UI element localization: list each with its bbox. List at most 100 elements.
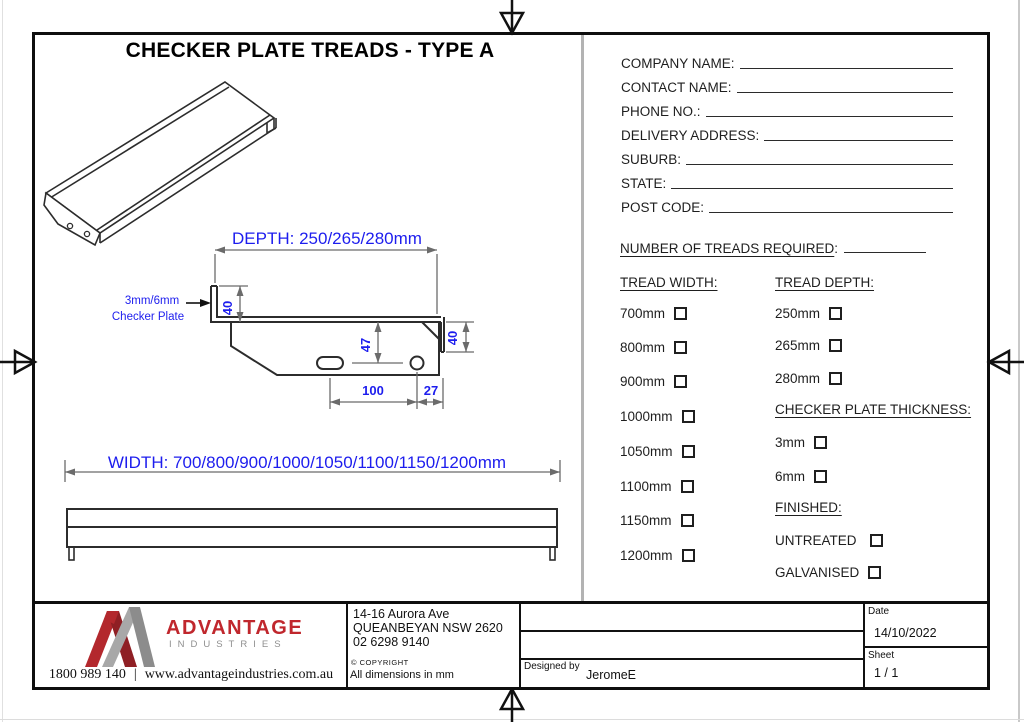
address-line-1: 14-16 Aurora Ave: [353, 607, 450, 621]
sheet-label: Sheet: [868, 650, 895, 661]
form-row-address: DELIVERY ADDRESS:: [621, 119, 953, 143]
option-depth-265: 265mm: [775, 338, 843, 353]
option-width-1150: 1150mm: [620, 513, 694, 528]
phone-no-label: PHONE NO.:: [621, 104, 701, 119]
option-width-900: 900mm: [620, 374, 688, 389]
tread-width-heading: TREAD WIDTH:: [620, 275, 718, 290]
option-thickness-6mm: 6mm: [775, 469, 827, 484]
checkbox-width-900[interactable]: [674, 375, 688, 388]
address-line-3: 02 6298 9140: [353, 635, 430, 649]
brand-website: www.advantageindustries.com.au: [144, 667, 334, 682]
dim-hole-spacing: 100: [362, 383, 384, 398]
option-label: 6mm: [775, 469, 805, 484]
number-of-treads-row: NUMBER OF TREADS REQUIRED:: [620, 240, 927, 256]
center-mark-top-icon: [498, 0, 526, 36]
finished-heading: FINISHED:: [775, 500, 842, 515]
drawing-form-divider: [581, 35, 584, 601]
post-code-label: POST CODE:: [621, 200, 705, 215]
thickness-heading: CHECKER PLATE THICKNESS:: [775, 402, 972, 417]
company-name-label: COMPANY NAME:: [621, 56, 735, 71]
checkbox-finished-untreated[interactable]: [869, 534, 883, 547]
delivery-address-field[interactable]: [764, 127, 953, 141]
option-width-700: 700mm: [620, 306, 688, 321]
front-width-view: WIDTH: 700/800/900/1000/1050/1100/1150/1…: [64, 453, 561, 561]
dim-hole-edge-offset: 27: [424, 383, 438, 398]
brand-sub-name: INDUSTRIES: [169, 639, 287, 650]
form-row-contact: CONTACT NAME:: [621, 71, 953, 95]
option-width-1000: 1000mm: [620, 409, 695, 424]
designed-by-value: JeromeE: [586, 668, 637, 682]
titleblock-divider: [521, 630, 863, 632]
checkbox-width-1100[interactable]: [680, 480, 694, 493]
state-field[interactable]: [671, 175, 953, 189]
page-title: CHECKER PLATE TREADS - TYPE A: [125, 39, 495, 62]
designed-by-label: Designed by: [524, 661, 580, 672]
brand-separator: |: [133, 667, 137, 682]
depth-dim-label: DEPTH: 250/265/280mm: [232, 229, 422, 248]
contact-form: COMPANY NAME: CONTACT NAME: PHONE NO.: D…: [621, 47, 953, 215]
contact-name-field[interactable]: [736, 79, 953, 93]
sheet-value: 1 / 1: [874, 666, 899, 680]
number-of-treads-colon: :: [834, 241, 839, 256]
center-mark-left-icon: [0, 348, 38, 376]
form-row-state: STATE:: [621, 167, 953, 191]
option-depth-280: 280mm: [775, 371, 843, 386]
checkbox-width-1050[interactable]: [681, 445, 695, 458]
copyright-note: © COPYRIGHT: [351, 658, 409, 667]
contact-name-label: CONTACT NAME:: [621, 80, 732, 95]
phone-no-field[interactable]: [705, 103, 953, 117]
leader-arrow-icon: [200, 299, 211, 307]
option-label: UNTREATED: [775, 533, 857, 548]
checkbox-width-1000[interactable]: [681, 410, 695, 423]
option-label: 3mm: [775, 435, 805, 450]
checkbox-width-800[interactable]: [674, 341, 688, 354]
address-line-2: QUEANBEYAN NSW 2620: [353, 621, 503, 635]
form-row-phone: PHONE NO.:: [621, 95, 953, 119]
brand-name: ADVANTAGE: [166, 617, 304, 639]
option-width-1050: 1050mm: [620, 444, 695, 459]
checkbox-width-1150[interactable]: [680, 514, 694, 527]
center-mark-bottom-icon: [498, 686, 526, 722]
cross-section-view: DEPTH: 250/265/280mm 40: [112, 229, 474, 409]
checkbox-width-1200[interactable]: [681, 549, 695, 562]
titleblock-divider: [346, 604, 348, 687]
titleblock-divider: [865, 646, 987, 648]
option-width-800: 800mm: [620, 340, 688, 355]
post-code-field[interactable]: [709, 199, 953, 213]
dim-right-flange-height: 40: [445, 331, 460, 345]
option-label: 1050mm: [620, 444, 673, 459]
tread-isometric-shape: [43, 81, 277, 247]
option-label: 1150mm: [620, 513, 672, 528]
brand-contact-strip: 1800 989 140|www.advantageindustries.com…: [39, 667, 343, 683]
dimensions-note: All dimensions in mm: [350, 669, 454, 681]
option-label: 800mm: [620, 340, 666, 355]
number-of-treads-field[interactable]: [844, 240, 927, 253]
width-dim-label: WIDTH: 700/800/900/1000/1050/1100/1150/1…: [108, 453, 506, 472]
option-finished-galvanised: GALVANISED: [775, 565, 882, 580]
option-width-1100: 1100mm: [620, 479, 694, 494]
checkbox-finished-galvanised[interactable]: [868, 566, 882, 579]
suburb-label: SUBURB:: [621, 152, 682, 167]
suburb-field[interactable]: [686, 151, 953, 165]
checkbox-depth-280[interactable]: [829, 372, 843, 385]
number-of-treads-label: NUMBER OF TREADS REQUIRED: [620, 241, 835, 256]
center-mark-right-icon: [986, 348, 1024, 376]
tread-depth-heading: TREAD DEPTH:: [775, 275, 875, 290]
tread-front-shape: [66, 508, 558, 561]
checkbox-thickness-6mm[interactable]: [814, 470, 827, 483]
date-value: 14/10/2022: [874, 626, 937, 640]
checkbox-depth-265[interactable]: [829, 339, 843, 352]
option-label: 1100mm: [620, 479, 672, 494]
dim-flange-height: 40: [220, 301, 235, 315]
option-width-1200: 1200mm: [620, 548, 695, 563]
checkbox-depth-250[interactable]: [829, 307, 843, 320]
company-name-field[interactable]: [739, 55, 953, 69]
checkbox-width-700[interactable]: [674, 307, 688, 320]
option-label: 250mm: [775, 306, 821, 321]
checkbox-thickness-3mm[interactable]: [814, 436, 827, 449]
dim-hole-vertical-offset: 47: [358, 338, 373, 352]
titleblock-divider: [863, 604, 865, 687]
option-label: 700mm: [620, 306, 666, 321]
option-depth-250: 250mm: [775, 306, 843, 321]
